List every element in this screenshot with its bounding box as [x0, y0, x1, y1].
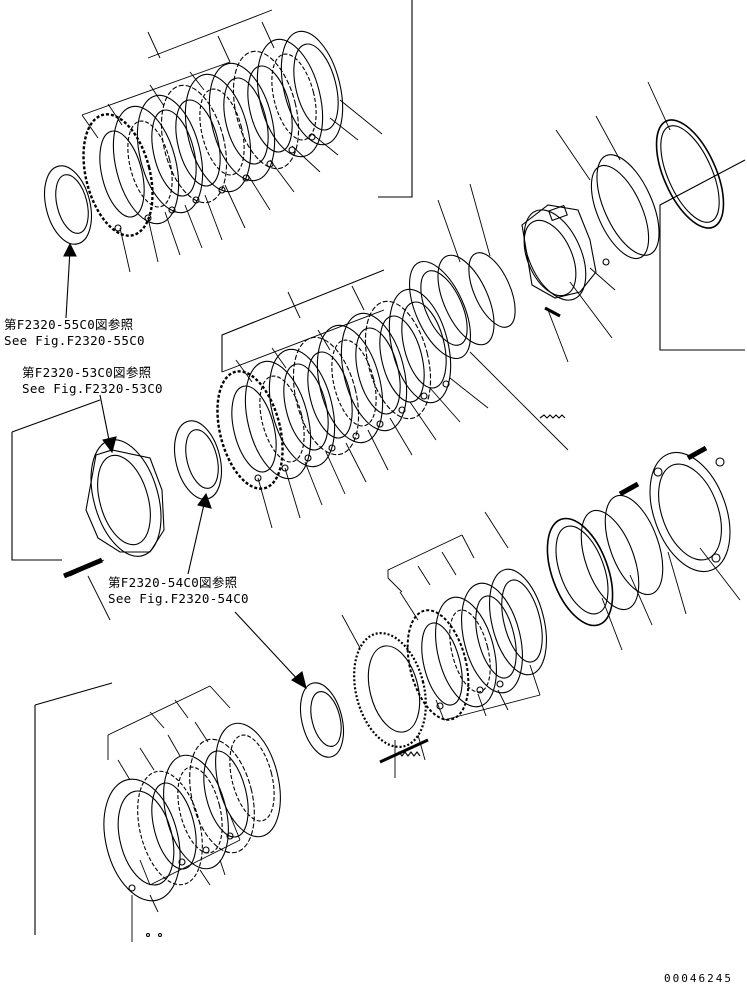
reference-label-53c0-en: See Fig.F2320-53C0 [22, 381, 163, 396]
left-housing [64, 432, 173, 576]
lower-right-housing [535, 441, 745, 634]
reference-label-55c0-jp: 第F2320-55C0図参照 [4, 317, 134, 332]
document-number: 00046245 [664, 972, 733, 985]
middle-disc-pack [167, 283, 565, 504]
upper-right-rings [397, 110, 737, 367]
reference-label-53c0-jp: 第F2320-53C0図参照 [22, 365, 152, 380]
top-disc-pack [37, 25, 353, 249]
reference-label-54c0-jp: 第F2320-54C0図参照 [108, 575, 238, 590]
reference-label-54c0-en: See Fig.F2320-54C0 [108, 591, 249, 606]
upper-housing [512, 201, 610, 316]
group-frames [12, 0, 745, 935]
lower-middle-disc-pack [293, 563, 556, 762]
reference-label-55c0-en: See Fig.F2320-55C0 [4, 333, 145, 348]
reference-arrows [63, 242, 307, 690]
bottom-left-disc-pack [92, 716, 291, 938]
leader-lines [70, 10, 740, 942]
